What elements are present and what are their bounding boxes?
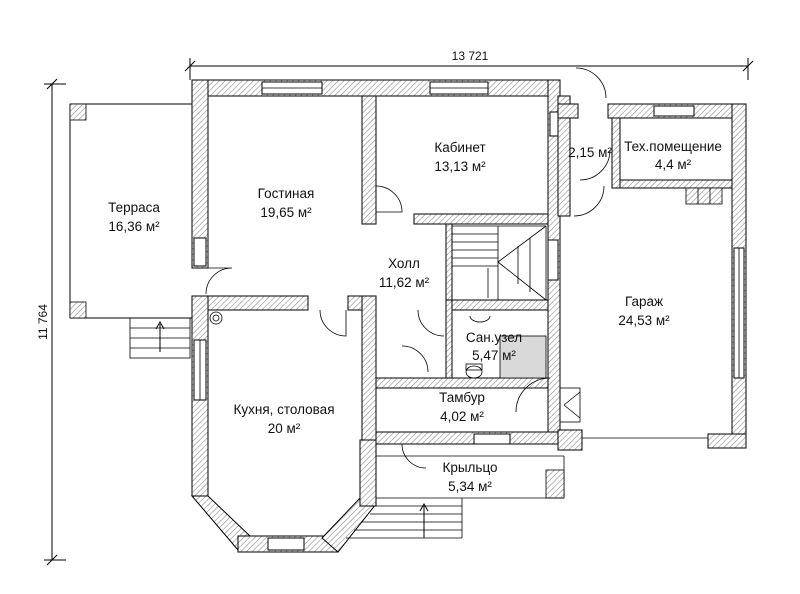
living-name: Гостиная xyxy=(258,186,315,201)
doors xyxy=(205,67,611,469)
terrace xyxy=(69,103,192,359)
study-name: Кабинет xyxy=(434,140,485,155)
utility-name: Тех.помещение xyxy=(624,139,722,154)
windows xyxy=(193,81,745,551)
height-dimension-label: 11 764 xyxy=(36,304,50,340)
vestibule-name: Тамбур xyxy=(439,390,485,405)
kitchen-area: 20 м² xyxy=(268,421,301,436)
vestibule-area: 4,02 м² xyxy=(440,409,484,424)
living-area: 19,65 м² xyxy=(260,205,312,220)
staircase xyxy=(452,225,547,301)
utility-area: 4,4 м² xyxy=(655,157,692,172)
width-dimension-label: 13 721 xyxy=(452,49,489,63)
hall-area: 11,62 м² xyxy=(379,275,430,290)
kitchen-name: Кухня, столовая xyxy=(234,402,335,417)
garage-name: Гараж xyxy=(625,294,663,309)
study-area: 13,13 м² xyxy=(434,159,486,174)
bathroom-area: 5,47 м² xyxy=(472,348,516,363)
hall-name: Холл xyxy=(388,256,420,271)
interior-walls xyxy=(207,95,571,441)
porch-name: Крыльцо xyxy=(442,460,497,475)
bathroom-name: Сан.узел xyxy=(466,330,522,345)
porch xyxy=(346,455,565,539)
width-dimension: 13 721 xyxy=(184,49,754,80)
terrace-area: 16,36 м² xyxy=(108,219,160,234)
porch-area: 5,34 м² xyxy=(448,479,492,494)
terrace-name: Терраса xyxy=(108,200,160,215)
small-room-area: 2,15 м² xyxy=(568,145,612,160)
bathroom-fixtures xyxy=(209,311,547,379)
garage-area: 24,53 м² xyxy=(618,313,670,328)
room-labels: Терраса 16,36 м² Гостиная 19,65 м² Кабин… xyxy=(108,139,722,494)
height-dimension: 11 764 xyxy=(36,78,66,566)
